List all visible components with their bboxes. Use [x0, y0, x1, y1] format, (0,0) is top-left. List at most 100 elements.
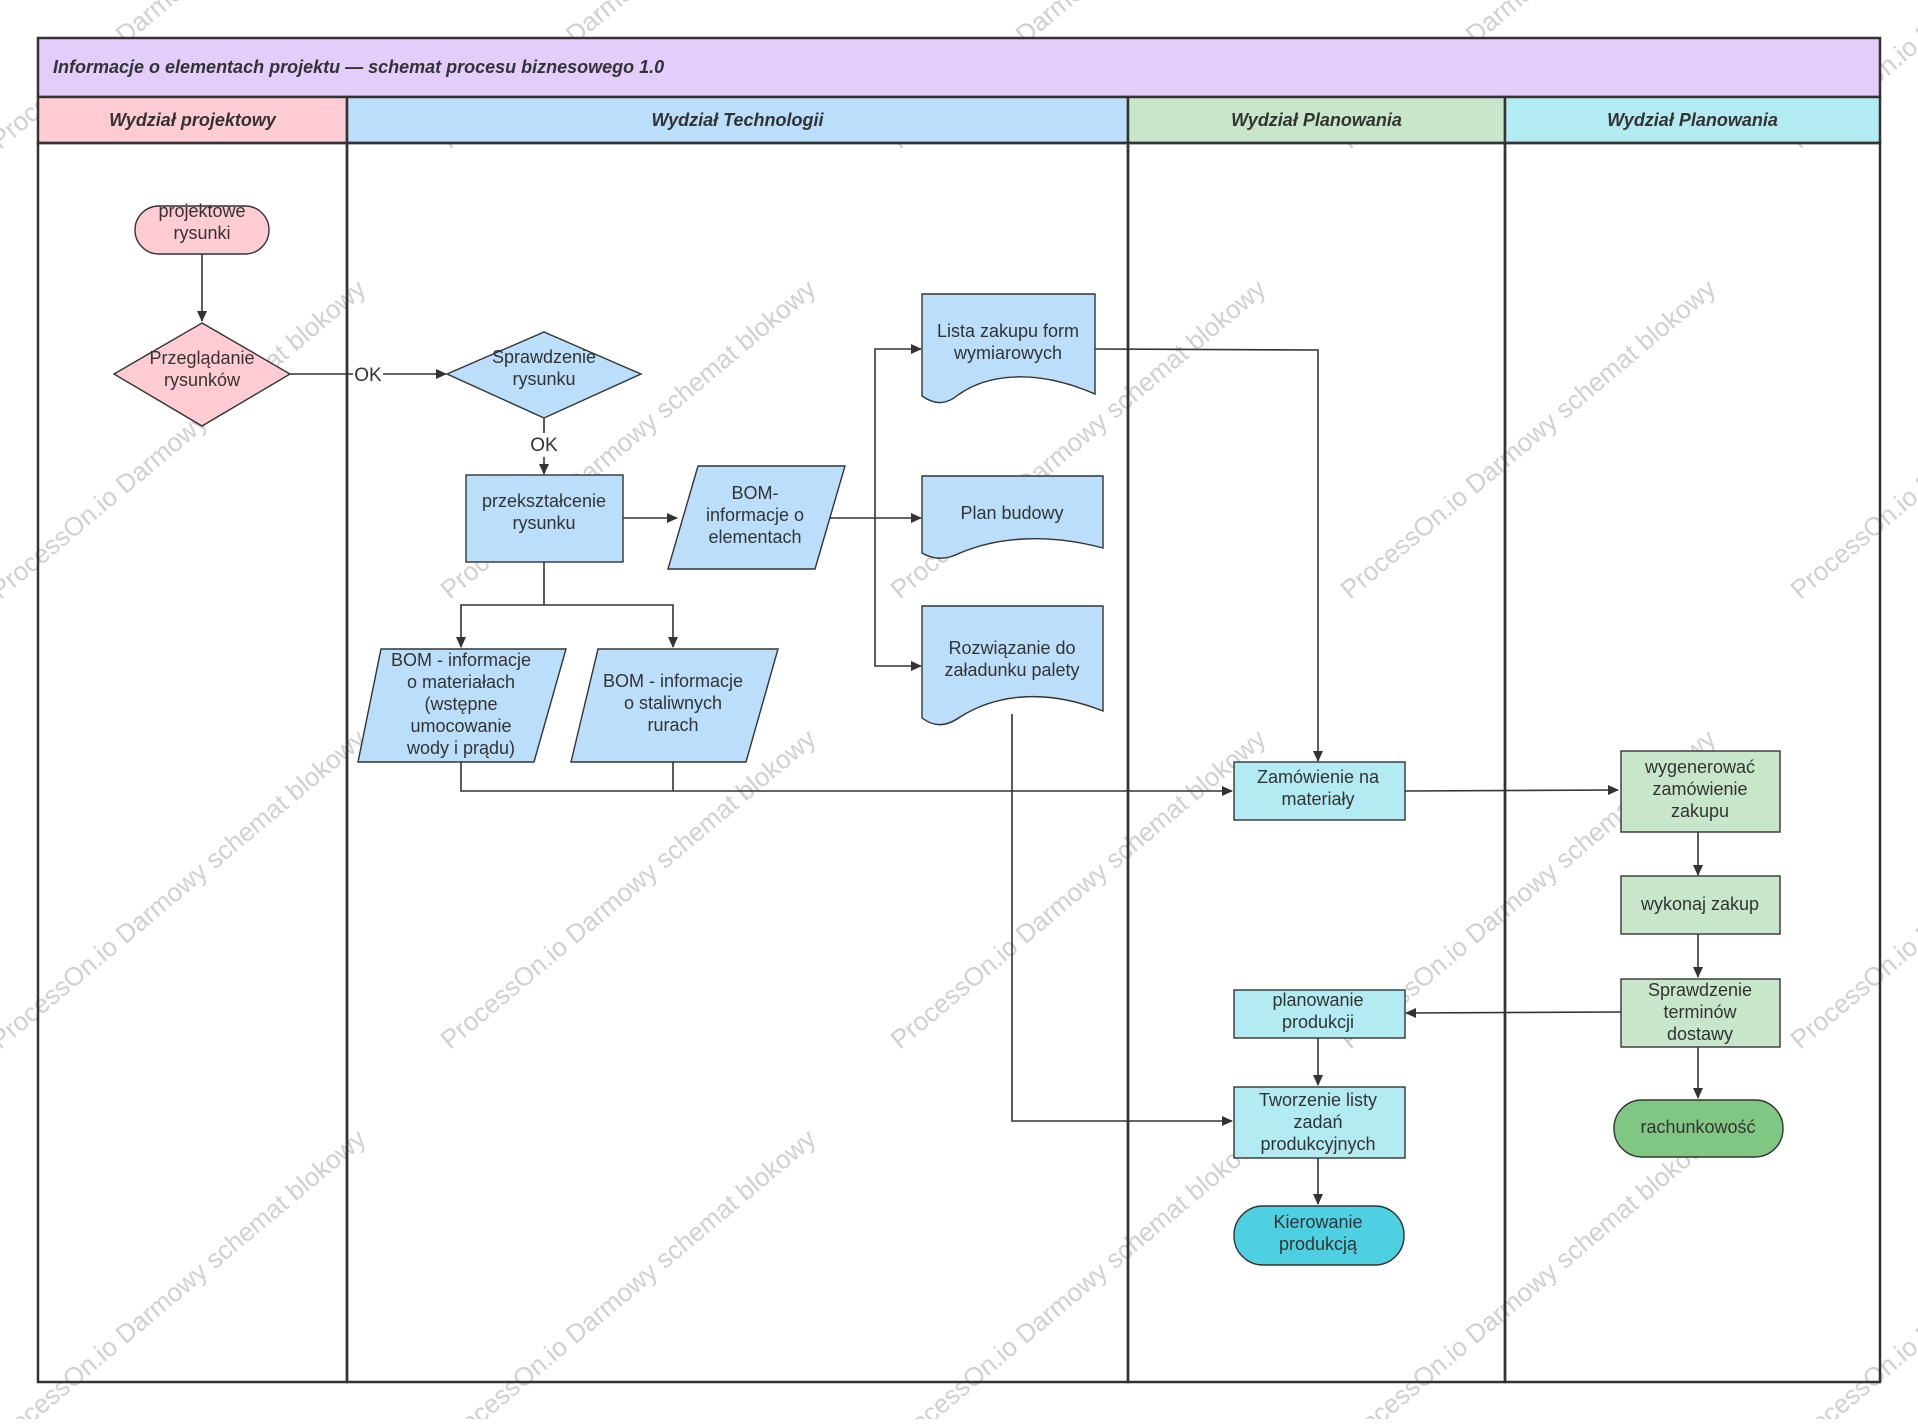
watermark-text: ProcessOn.io Darmowy schemat blokowy — [1335, 1123, 1722, 1419]
node-sprawdzenie-terminow[interactable] — [1620, 978, 1781, 1048]
node-label-line: umocowanie — [410, 716, 511, 736]
node-label-line: zadań — [1293, 1112, 1342, 1132]
node-przeksztalcenie-rysunku[interactable] — [465, 474, 624, 563]
lane-title-planowania-1: Wydział Planowania — [1231, 110, 1402, 130]
edge-przeksztalcenie-bom-split — [456, 562, 545, 648]
lane-header-planowania-1 — [1126, 95, 1507, 145]
edge-przeksztalcenie-bom-rury — [544, 604, 678, 648]
watermark-text: ProcessOn.io Darmowy schemat blokowy — [885, 1123, 1272, 1419]
node-label-line: terminów — [1663, 1002, 1737, 1022]
node-label-line: BOM - informacje — [391, 650, 531, 670]
edge-bom-elementy-rozwiazanie — [874, 518, 922, 671]
node-label-line: zamówienie — [1652, 779, 1747, 799]
watermark-text: ProcessOn.io Darmowy schemat blokowy — [885, 723, 1272, 1054]
node-label-line: wymiarowych — [953, 343, 1062, 363]
watermark-text: ProcessOn.io Darmowy schemat blokowy — [1785, 1123, 1918, 1419]
node-zamowienie[interactable] — [1233, 761, 1406, 821]
node-planowanie-produkcji[interactable] — [1233, 989, 1406, 1039]
node-bom-materialy[interactable] — [357, 648, 567, 763]
node-lista-zakupu[interactable] — [921, 293, 1096, 404]
node-sprawdzenie-rysunku[interactable] — [445, 331, 643, 419]
node-label-line: Sprawdzenie — [1648, 980, 1752, 1000]
lane-title-projektowy: Wydział projektowy — [109, 110, 277, 130]
edge-label-bg — [529, 433, 559, 457]
lane-title-technologii: Wydział Technologii — [651, 110, 824, 130]
node-label-line: produkcyjnych — [1260, 1134, 1375, 1154]
edge-label-bg — [353, 362, 383, 386]
node-label-line: Tworzenie listy — [1259, 1090, 1377, 1110]
node-przegladanie-rysunkow[interactable] — [112, 322, 292, 427]
node-bom-rury[interactable] — [570, 648, 779, 763]
node-label-line: Sprawdzenie — [492, 347, 596, 367]
node-rachunkowosc[interactable] — [1613, 1099, 1784, 1158]
lane-body-planowania-2 — [1503, 141, 1882, 1384]
node-label-line: wody i prądu) — [406, 738, 515, 758]
diagram-title: Informacje o elementach projektu — schem… — [53, 57, 664, 77]
node-label-line: Kierowanie — [1273, 1212, 1362, 1232]
node-label-line: materiały — [1281, 789, 1354, 809]
node-label-plan-budowy: Plan budowy — [960, 503, 1063, 523]
node-label-line: rysunku — [512, 369, 575, 389]
node-label-line: produkcją — [1279, 1234, 1358, 1254]
node-label-line: wykonaj zakup — [1640, 894, 1759, 914]
node-label-line: rysunków — [164, 370, 241, 390]
edge-rozwiazanie-tworzenie — [1011, 714, 1233, 1126]
node-plan-budowy[interactable] — [921, 475, 1104, 559]
node-label-line: o materiałach — [407, 672, 515, 692]
node-label-line: rysunki — [173, 223, 230, 243]
edge-bom-materialy-zamowienie — [460, 762, 1233, 796]
node-label-line: przekształcenie — [482, 491, 606, 511]
node-label-line: Przeglądanie — [149, 348, 254, 368]
node-label-line: o staliwnych — [624, 693, 722, 713]
edge-label-ok-vertical: OK — [530, 435, 558, 456]
node-label-line: informacje o — [706, 505, 804, 525]
node-label-line: BOM- — [732, 483, 779, 503]
node-label-line: rachunkowość — [1640, 1117, 1755, 1137]
lane-header-planowania-2 — [1503, 95, 1882, 145]
watermark-text: ProcessOn.io Darmowy schemat blokowy — [0, 273, 371, 604]
lane-title-planowania-2: Wydział Planowania — [1607, 110, 1778, 130]
watermark-text: ProcessOn.io Darmowy schemat blokowy — [435, 1123, 822, 1419]
node-label-line: projektowe — [158, 201, 245, 221]
node-label-line: zakupu — [1671, 801, 1729, 821]
node-label-rachunkowosc: rachunkowość — [1640, 1117, 1755, 1137]
node-label-line: Plan budowy — [960, 503, 1063, 523]
node-wykonaj-zakup[interactable] — [1620, 875, 1781, 935]
node-kierowanie-produkcja[interactable] — [1233, 1205, 1405, 1266]
node-wygenerowac[interactable] — [1620, 750, 1781, 833]
watermark-text: ProcessOn.io Darmowy schemat blokowy — [1785, 723, 1918, 1054]
node-label-line: wygenerować — [1644, 757, 1755, 777]
node-projektowe-rysunki[interactable] — [134, 205, 270, 255]
node-label-line: planowanie — [1272, 990, 1363, 1010]
edge-labels: OK OK — [353, 362, 559, 457]
node-label-line: (wstępne — [424, 694, 497, 714]
edge-bom-elementy-lista — [830, 344, 922, 519]
edge-lista-zamowienie — [1094, 348, 1323, 762]
node-label-line: Zamówienie na — [1257, 767, 1380, 787]
node-label-line: załadunku palety — [944, 660, 1079, 680]
node-label-wykonaj: wykonaj zakup — [1640, 894, 1759, 914]
node-bom-elementy[interactable] — [667, 465, 846, 570]
node-tworzenie-listy[interactable] — [1233, 1086, 1406, 1159]
node-label-line: produkcji — [1282, 1012, 1354, 1032]
watermark-text: ProcessOn.io Darmowy schemat blokowy — [0, 723, 371, 1054]
node-label-line: rurach — [647, 715, 698, 735]
node-rozwiazanie[interactable] — [921, 605, 1104, 726]
watermark-text: ProcessOn.io Darmowy schemat blokowy — [435, 723, 822, 1054]
